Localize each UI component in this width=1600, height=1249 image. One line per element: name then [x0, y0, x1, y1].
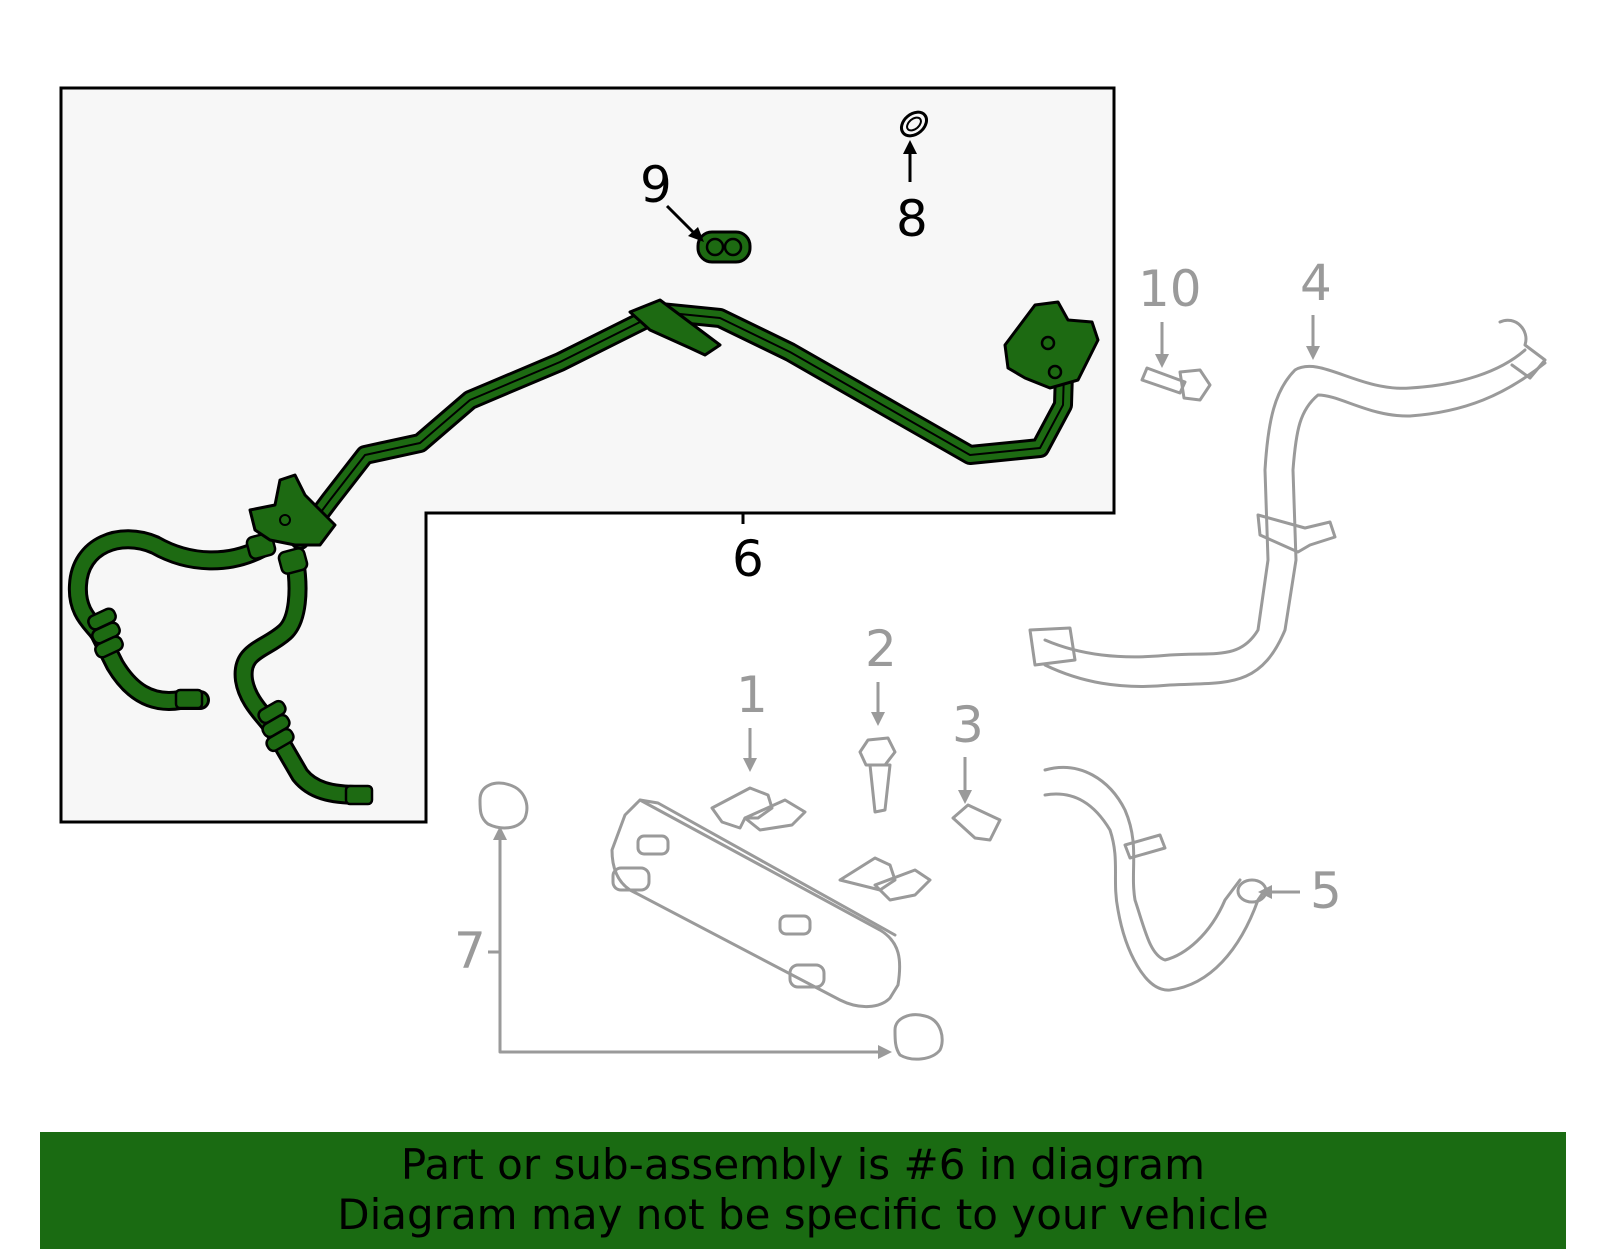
callout-9: 9	[640, 156, 672, 214]
line-clip-part-9[interactable]	[696, 230, 752, 264]
callout-1: 1	[736, 666, 768, 724]
callout-6: 6	[732, 530, 764, 588]
callout-4: 4	[1300, 254, 1332, 312]
banner-line-disclaimer: Diagram may not be specific to your vehi…	[337, 1190, 1269, 1239]
bushing-part-7[interactable]	[478, 781, 944, 1061]
oil-cooler-part-1[interactable]	[610, 786, 932, 1008]
bolt-part-2[interactable]	[858, 736, 897, 814]
hose-part-5[interactable]	[1043, 765, 1268, 992]
bolt-part-10[interactable]	[1140, 366, 1212, 402]
callout-5: 5	[1310, 862, 1342, 920]
assembly-6-panel	[59, 86, 1116, 824]
banner-line-part: Part or sub-assembly is #6 in diagram	[400, 1140, 1206, 1189]
info-banner: Part or sub-assembly is #6 in diagram Di…	[40, 1132, 1566, 1249]
callout-7: 7	[454, 922, 486, 980]
cooler-lines-assembly[interactable]	[67, 298, 1100, 806]
clip-part-3[interactable]	[951, 803, 1002, 842]
callout-8: 8	[896, 190, 928, 248]
callout-2: 2	[865, 620, 897, 678]
callout-3: 3	[952, 696, 984, 754]
callout-10: 10	[1138, 260, 1202, 318]
o-ring-part-8[interactable]	[897, 107, 931, 140]
hose-part-4[interactable]	[1028, 318, 1547, 688]
